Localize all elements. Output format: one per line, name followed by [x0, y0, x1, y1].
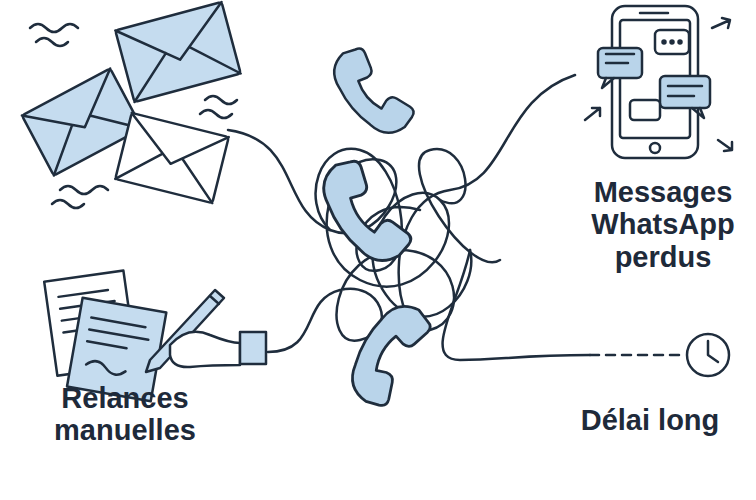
caption-label: Relances manuelles: [25, 382, 225, 447]
caption-label: Messages WhatsApp perdus: [575, 176, 751, 273]
caption-label: Délai long: [550, 404, 750, 436]
